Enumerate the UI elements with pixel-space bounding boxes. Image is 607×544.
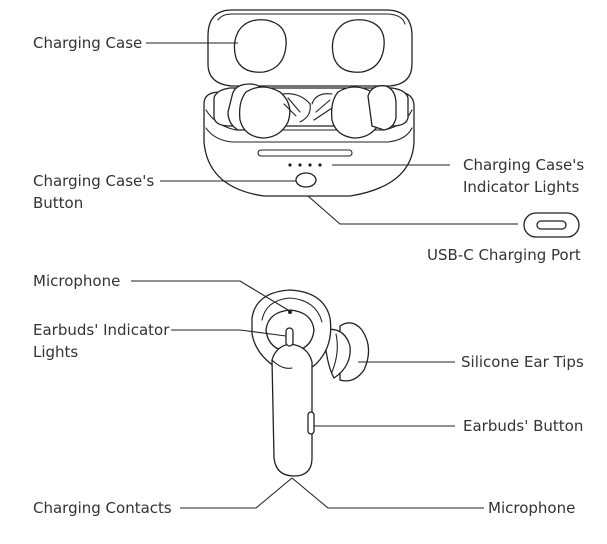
label-earbud-button: Earbuds' Button <box>463 417 584 435</box>
usbc-port-icon <box>523 212 580 238</box>
leader-lines <box>131 42 518 509</box>
label-earbud-indicator-line2: Lights <box>33 343 79 361</box>
label-case-indicator-line1: Charging Case's <box>463 156 585 174</box>
earbud-indicator-light <box>285 327 294 347</box>
label-case-indicator-line2: Indicator Lights <box>463 178 580 196</box>
case-button <box>295 172 317 188</box>
label-charging-contacts: Charging Contacts <box>33 499 172 517</box>
charging-case-illustration <box>203 9 415 197</box>
label-usbc-port: USB-C Charging Port <box>427 246 581 264</box>
label-charging-case: Charging Case <box>33 34 143 52</box>
earbud-microphone-top <box>288 310 292 314</box>
label-case-button-line1: Charging Case's <box>33 172 155 190</box>
label-microphone-bottom: Microphone <box>488 499 576 517</box>
label-case-button-line2: Button <box>33 194 84 212</box>
case-indicator-dot <box>318 163 322 167</box>
label-earbud-indicator-line1: Earbuds' Indicator <box>33 321 170 339</box>
earbud-stem <box>271 343 313 477</box>
label-ear-tips: Silicone Ear Tips <box>461 353 584 371</box>
lid-cavity-right <box>331 19 385 73</box>
case-indicator-dot <box>308 163 312 167</box>
case-indicator-dot <box>298 163 302 167</box>
earbud-button <box>307 411 315 435</box>
ear-tip <box>339 322 370 382</box>
label-microphone-top: Microphone <box>33 272 121 290</box>
case-indicator-dot <box>288 163 292 167</box>
earbud-illustration <box>251 289 370 477</box>
lid-cavity-left <box>233 19 287 73</box>
